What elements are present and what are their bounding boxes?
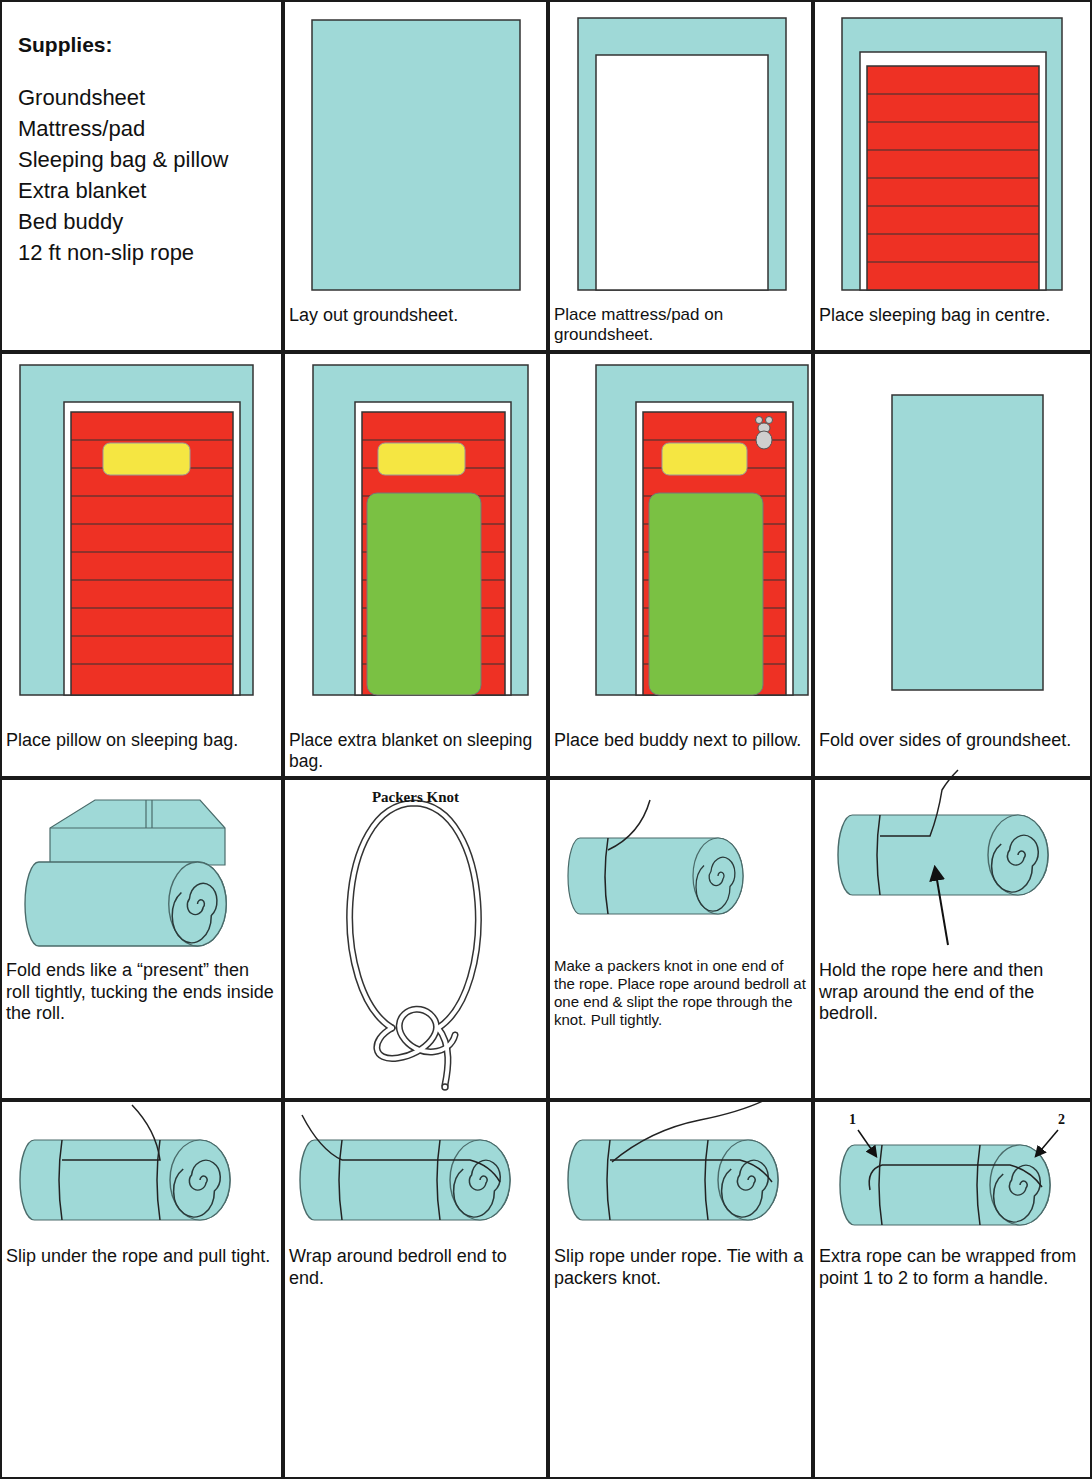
caption-text: Place sleeping bag in centre. bbox=[819, 305, 1086, 327]
groundsheet bbox=[312, 20, 520, 290]
caption-text: Slip rope under rope. Tie with a packers… bbox=[554, 1246, 807, 1289]
instruction-panel: Packers Knot bbox=[283, 778, 548, 1100]
caption-text: Make a packers knot in one end of the ro… bbox=[554, 957, 807, 1029]
mattress bbox=[596, 55, 768, 290]
bag-stripes bbox=[867, 94, 1039, 262]
bedroll-step bbox=[20, 1105, 230, 1220]
packers-knot-figure bbox=[350, 803, 479, 1090]
groundsheet bbox=[578, 18, 786, 290]
callout-number: 1 bbox=[849, 1112, 856, 1128]
bedroll-step bbox=[568, 1100, 778, 1220]
instruction-panel: Place bed buddy next to pillow. bbox=[548, 352, 813, 778]
instruction-panel: Slip rope under rope. Tie with a packers… bbox=[548, 1100, 813, 1479]
sleeping-bag bbox=[867, 66, 1039, 290]
bedroll-step bbox=[838, 770, 1048, 945]
leader-line bbox=[858, 1130, 876, 1156]
instruction-panel: Make a packers knot in one end of the ro… bbox=[548, 778, 813, 1100]
leader-line bbox=[1036, 1130, 1058, 1156]
folded-groundsheet bbox=[892, 395, 1043, 690]
caption-text: Slip under the rope and pull tight. bbox=[6, 1246, 277, 1268]
bed-layout bbox=[596, 365, 808, 695]
mattress bbox=[860, 52, 1046, 290]
caption-text: Bed buddy bbox=[18, 209, 277, 235]
caption-text: Sleeping bag & pillow bbox=[18, 147, 277, 173]
caption-text: Wrap around bedroll end to end. bbox=[289, 1246, 542, 1289]
instruction-panel: Extra rope can be wrapped from point 1 t… bbox=[813, 1100, 1092, 1479]
bed-layout bbox=[313, 365, 528, 695]
instruction-panel: Fold ends like a “present” then roll tig… bbox=[0, 778, 283, 1100]
caption-text: Place extra blanket on sleeping bag. bbox=[289, 730, 542, 772]
instruction-panel: Place extra blanket on sleeping bag. bbox=[283, 352, 548, 778]
caption-text: Hold the rope here and then wrap around … bbox=[819, 960, 1086, 1025]
instruction-panel: Place mattress/pad on groundsheet. bbox=[548, 0, 813, 352]
caption-text: Place mattress/pad on groundsheet. bbox=[554, 305, 807, 346]
instruction-panel: Wrap around bedroll end to end. bbox=[283, 1100, 548, 1479]
caption-text: Supplies: bbox=[18, 32, 277, 57]
caption-text: Extra blanket bbox=[18, 178, 277, 204]
callout-number: 2 bbox=[1058, 1112, 1065, 1128]
instruction-panel: Hold the rope here and then wrap around … bbox=[813, 778, 1092, 1100]
instruction-panel: Place pillow on sleeping bag. bbox=[0, 352, 283, 778]
instruction-panel: Supplies: GroundsheetMattress/padSleeping… bbox=[0, 0, 283, 352]
instruction-panel: Slip under the rope and pull tight. bbox=[0, 1100, 283, 1479]
caption-text: Fold over sides of groundsheet. bbox=[819, 730, 1086, 752]
bedroll-step bbox=[568, 800, 743, 914]
caption-text: Mattress/pad bbox=[18, 116, 277, 142]
caption-text: Lay out groundsheet. bbox=[289, 305, 542, 327]
bedroll-step bbox=[300, 1115, 510, 1220]
caption-text: Extra rope can be wrapped from point 1 t… bbox=[819, 1246, 1086, 1289]
caption-text: 12 ft non-slip rope bbox=[18, 240, 277, 266]
instruction-panel: Lay out groundsheet. bbox=[283, 0, 548, 352]
groundsheet bbox=[842, 18, 1062, 290]
caption-text: Place bed buddy next to pillow. bbox=[554, 730, 807, 752]
bedroll-step bbox=[840, 1130, 1058, 1225]
caption-text: Groundsheet bbox=[18, 85, 277, 111]
instruction-panel: Fold over sides of groundsheet. bbox=[813, 352, 1092, 778]
folded-ends bbox=[25, 800, 226, 946]
caption-text: Fold ends like a “present” then roll tig… bbox=[6, 960, 277, 1025]
caption-text: Packers Knot bbox=[289, 788, 542, 806]
caption-text: Place pillow on sleeping bag. bbox=[6, 730, 277, 752]
bed-buddy bbox=[756, 417, 773, 450]
bed-layout bbox=[20, 365, 253, 695]
instruction-panel: Place sleeping bag in centre. bbox=[813, 0, 1092, 352]
